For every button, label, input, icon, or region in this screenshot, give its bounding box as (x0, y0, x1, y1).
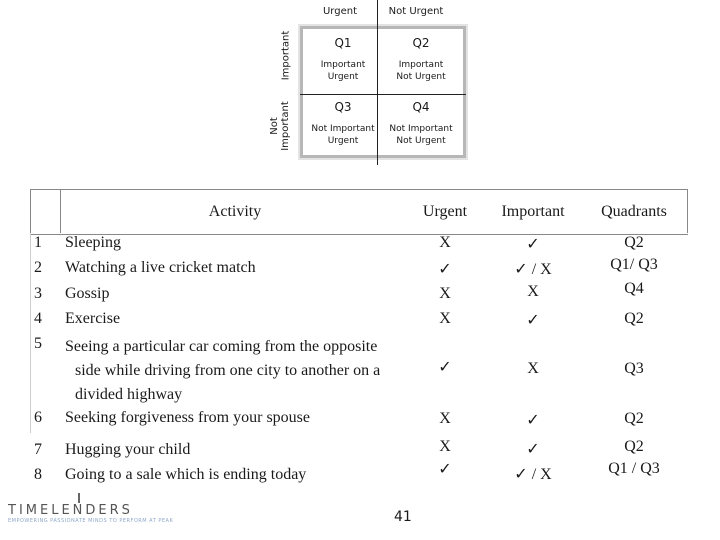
important-mark: ✓ / X (514, 466, 552, 483)
matrix-row-label-important: Important (280, 30, 292, 81)
quadrant-value: Q4 (624, 280, 644, 297)
urgent-mark: X (439, 285, 451, 302)
header-activity: Activity (208, 203, 262, 220)
activity-table: Activity Urgent Important Quadrants 1 Sl… (30, 189, 688, 483)
quadrant-value: Q2 (624, 310, 644, 327)
important-mark: ✓ (526, 236, 540, 253)
urgent-mark: X (439, 310, 451, 327)
quadrant-value: Q2 (624, 234, 644, 251)
urgent-mark: X (439, 234, 451, 251)
important-mark: ✓ (526, 441, 540, 458)
brand-tagline: EMPOWERING PASSIONATE MINDS TO PERFORM A… (8, 518, 174, 524)
urgent-mark: ✓ (438, 461, 452, 478)
brand-name: TIMELENDERS (8, 503, 133, 518)
header-urgent: Urgent (422, 203, 468, 220)
quadrant-value: Q2 (624, 438, 644, 455)
matrix-header-not-urgent: Not Urgent (388, 6, 444, 17)
table-header-frame (30, 189, 688, 235)
quadrant-value: Q3 (624, 360, 644, 377)
important-mark: X (527, 360, 539, 377)
important-mark: ✓ (526, 412, 540, 429)
urgent-mark: X (439, 438, 451, 455)
quadrant-value: Q1 / Q3 (608, 460, 660, 477)
important-mark: ✓ (526, 312, 540, 329)
page-number: 41 (394, 509, 412, 525)
header-quadrants: Quadrants (601, 203, 667, 220)
matrix-horizontal-axis (300, 94, 466, 95)
important-mark: ✓ / X (514, 261, 552, 278)
matrix-vertical-axis (377, 0, 378, 165)
header-important: Important (501, 203, 565, 220)
quadrant-value: Q2 (624, 410, 644, 427)
matrix-header-urgent: Urgent (322, 6, 357, 17)
logo-mark-icon (78, 493, 80, 503)
quadrant-value: Q1/ Q3 (610, 256, 658, 273)
footer-logo: TIMELENDERS EMPOWERING PASSIONATE MINDS … (8, 493, 178, 524)
urgent-mark: X (439, 410, 451, 427)
important-mark: X (527, 283, 539, 300)
urgent-mark: ✓ (438, 261, 452, 278)
urgent-mark: ✓ (438, 359, 452, 376)
